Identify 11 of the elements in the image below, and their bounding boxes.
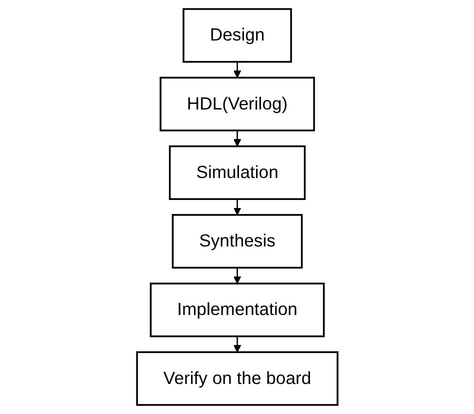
node-box: HDL(Verilog)	[159, 76, 315, 132]
arrow	[233, 268, 241, 284]
arrow	[233, 336, 241, 352]
node-box: Verify on the board	[136, 351, 338, 406]
node-box: Design	[182, 8, 292, 63]
arrow	[233, 62, 241, 78]
node-box: Simulation	[168, 145, 306, 200]
node-box: Synthesis	[172, 214, 302, 269]
node-box: Implementation	[150, 282, 324, 338]
arrow	[233, 130, 241, 147]
arrow	[233, 199, 241, 216]
